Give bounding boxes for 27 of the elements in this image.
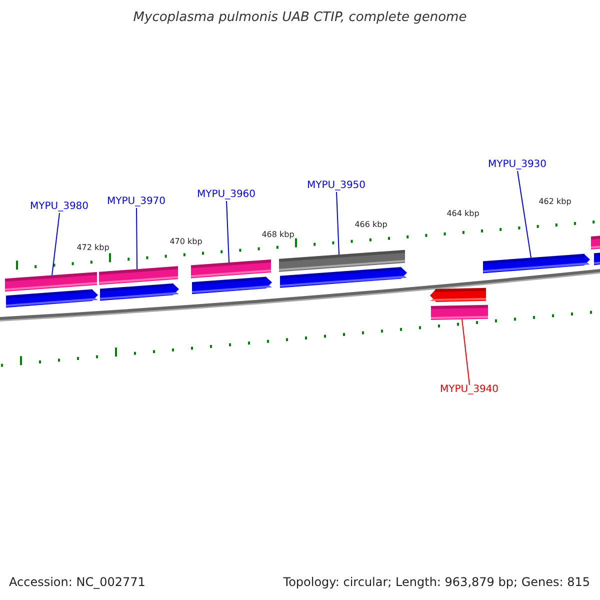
gene-bar: [430, 304, 488, 320]
gene-label: MYPU_3980: [30, 202, 89, 212]
leader-line: [52, 212, 60, 276]
gene-bar: [98, 266, 178, 285]
gene-bar: [4, 272, 98, 292]
genome-info-text: Topology: circular; Length: 963,879 bp; Genes: 815: [283, 576, 590, 588]
gene-label: MYPU_3970: [107, 197, 166, 207]
scale-label: 472 kbp: [76, 244, 110, 252]
gene-label: MYPU_3940: [440, 385, 499, 395]
leader-line: [517, 170, 532, 258]
gene-label: MYPU_3950: [307, 181, 366, 191]
leader-line: [462, 318, 470, 386]
gene-arrow: [482, 254, 590, 274]
scale-label: 466 kbp: [354, 221, 388, 229]
leader-line: [226, 200, 230, 263]
scale-label: 468 kbp: [262, 231, 294, 239]
gene-bar: [278, 250, 406, 272]
gene-bar: [190, 260, 272, 278]
scale-label: 464 kbp: [446, 210, 480, 218]
scale-label: 462 kbp: [538, 198, 572, 206]
accession-text: Accession: NC_002771: [9, 576, 146, 588]
leader-line: [336, 192, 340, 256]
gene-label: MYPU_3960: [197, 190, 256, 200]
scale-label: 470 kbp: [170, 238, 202, 246]
leader-line: [136, 208, 138, 270]
diagram-title: Mycoplasma pulmonis UAB CTIP, complete genome: [132, 11, 468, 24]
gene-label: MYPU_3930: [488, 160, 547, 170]
